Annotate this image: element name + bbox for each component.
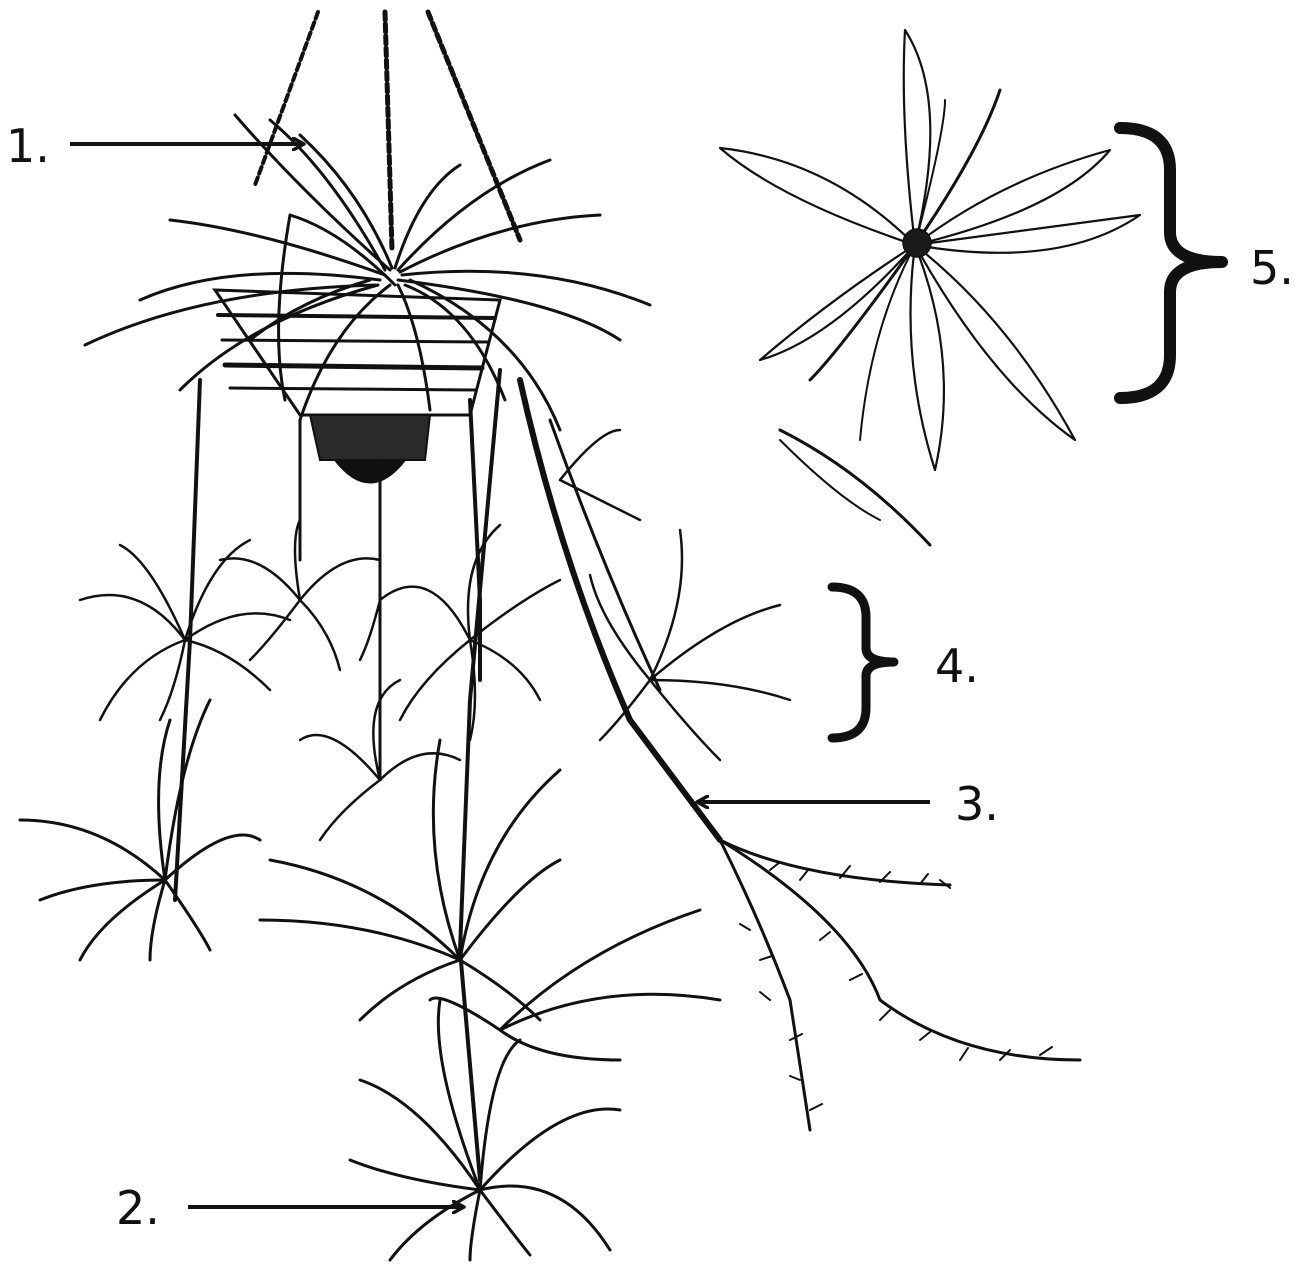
label-4: 4. — [935, 639, 979, 693]
runner-flower-sprigs — [740, 862, 1052, 1110]
brace-5 — [1120, 128, 1222, 398]
plantlet-lower-center — [430, 910, 720, 1060]
label-5: 5. — [1250, 241, 1294, 295]
plantlet-right-runner — [560, 430, 790, 760]
plantlet-lower-left — [20, 700, 260, 960]
brace-4 — [832, 587, 894, 738]
plantlet-center-large — [260, 740, 560, 1020]
runners — [175, 370, 1080, 1180]
plantlet-center — [360, 525, 560, 740]
label-1: 1. — [6, 119, 50, 173]
hanging-cords — [255, 12, 520, 250]
label-3: 3. — [955, 777, 999, 831]
label-2: 2. — [116, 1181, 160, 1235]
plantlet-bottom — [350, 1000, 620, 1260]
flower-detail — [720, 30, 1140, 545]
